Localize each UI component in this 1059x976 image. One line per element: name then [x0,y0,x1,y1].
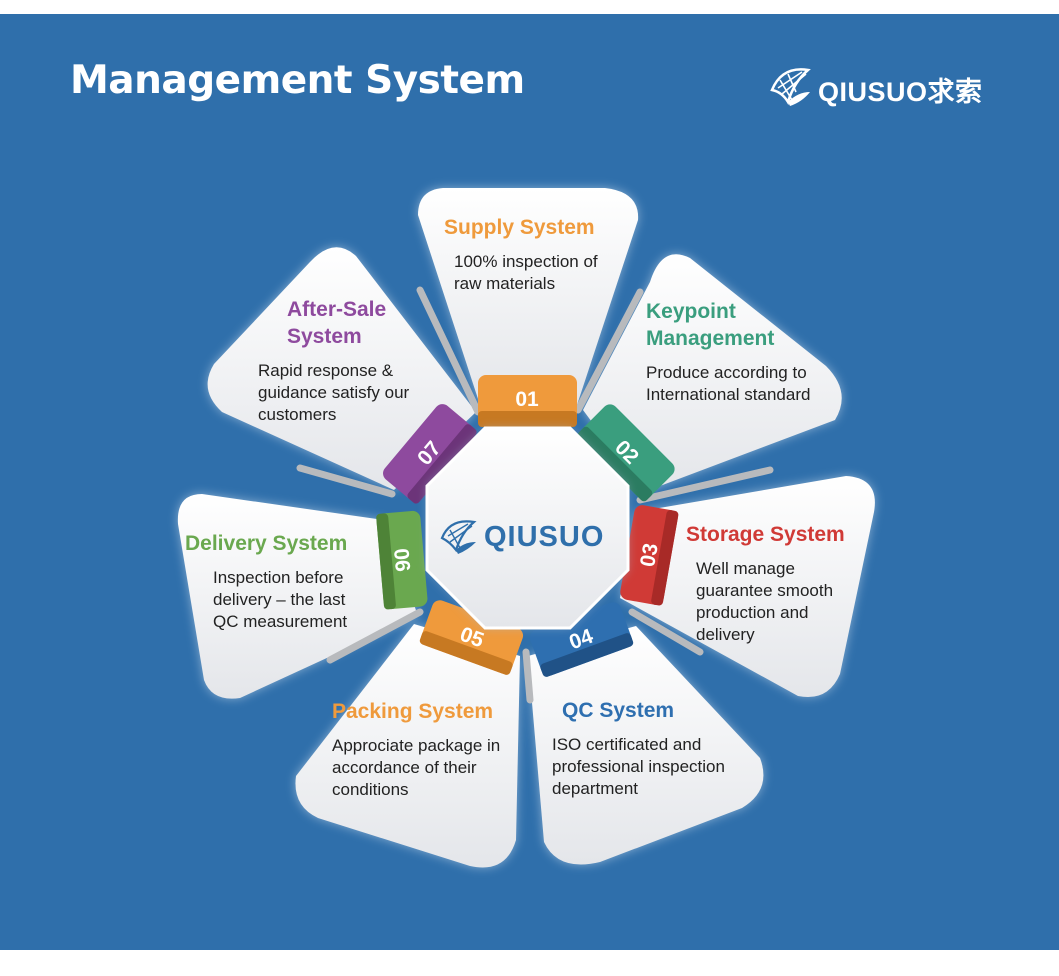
petal-description: Inspection before delivery – the last QC… [213,568,348,631]
petal-delivery [177,494,418,699]
petal-title: Supply System [444,216,595,239]
petal-keypoint [583,254,842,492]
center-hub [425,426,630,630]
petal-description: Produce according to International stand… [646,363,811,404]
petal-packing-text: Packing System Approciate package in acc… [332,698,522,801]
tab-number: 03 [636,542,663,569]
petal-title: Keypoint Management [646,300,775,350]
petal-title: After-Sale System [287,298,387,348]
brand-logo: QIUSUO求索 [768,62,1008,110]
petal-after-sale [207,247,476,490]
center-logo-icon [440,520,477,554]
petal-description: Rapid response & guidance satisfy our cu… [258,361,410,424]
tab-number: 06 [389,547,414,572]
petal-title: Packing System [332,700,494,723]
tab-number: 01 [515,388,539,411]
petal-qc-text: QC System ISO certificated and professio… [552,697,752,800]
petal-storage-text: Storage System Well manage guarantee smo… [686,521,871,646]
brand-text: QIUSUO求索 [818,77,983,107]
tab-06: 06 [376,510,428,610]
petal-title: QC System [562,699,675,722]
petal-packing [295,624,520,868]
tab-05: 05 [419,600,524,675]
tab-07: 07 [383,404,477,504]
petal-description: Approciate package in accordance of thei… [332,736,501,799]
petal-delivery-text: Delivery System Inspection before delive… [185,530,375,633]
tab-04: 04 [529,602,634,677]
petal-description: ISO certificated and professional inspec… [552,735,725,798]
tab-03: 03 [620,505,679,606]
petal-title: Storage System [686,523,845,546]
petal-title: Delivery System [185,532,348,555]
petal-storage [620,476,875,698]
petal-dividers [296,286,774,704]
petal-qc [528,626,764,865]
petal-supply-text: Supply System 100% inspection of raw mat… [444,214,634,295]
petal-description: Well manage guarantee smooth production … [696,559,834,644]
petal-keypoint-text: Keypoint Management Produce according to… [646,298,816,406]
net-logo-icon [770,68,811,106]
tab-01: 01 [478,375,577,427]
tab-02: 02 [577,404,675,502]
petal-supply [418,188,639,405]
petal-description: 100% inspection of raw materials [454,252,598,293]
center-brand-label: QIUSUO [484,521,605,553]
petal-after-sale-text: After-Sale System Rapid response & guida… [258,296,447,426]
page-title: Management System [70,58,525,103]
